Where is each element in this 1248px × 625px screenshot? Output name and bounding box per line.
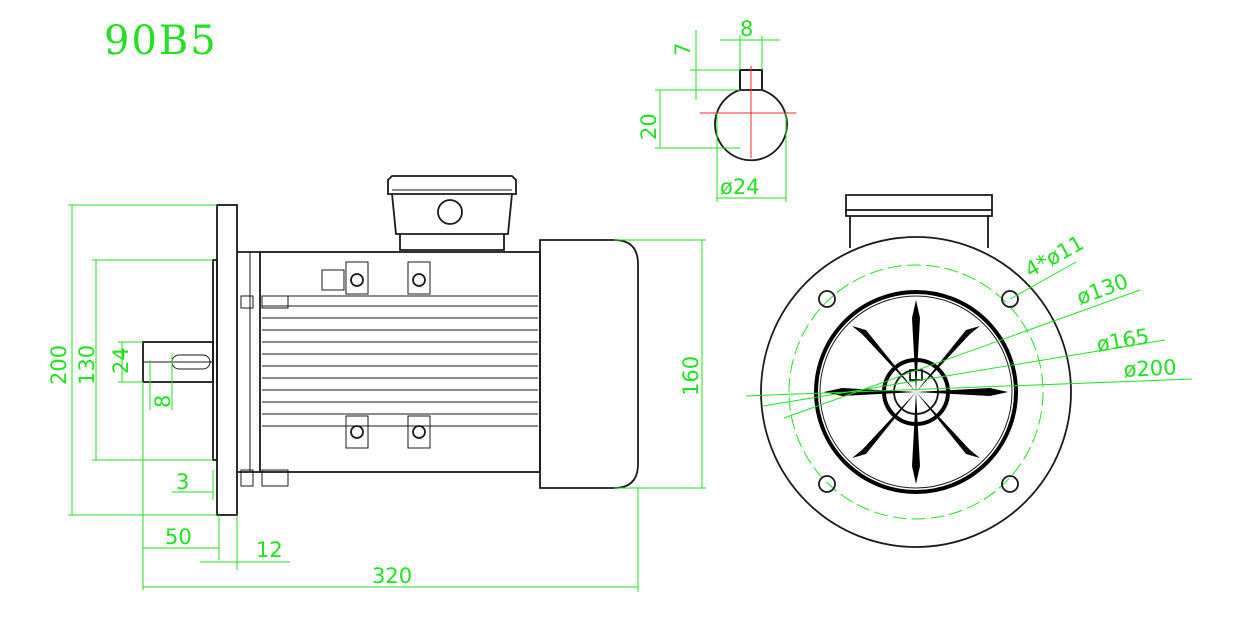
tie-rod-bottom-left (240, 469, 254, 487)
dim-spigot-3: 3 (176, 470, 189, 494)
dim-flange-12: 12 (256, 538, 283, 562)
terminal-block (321, 269, 345, 291)
bolt-hole-2 (1001, 290, 1019, 308)
front-terminal-box-top (845, 194, 993, 210)
dim-length-320: 320 (372, 564, 412, 588)
dim-key-8: 8 (151, 395, 175, 408)
dim-shaft-dia-24: ø24 (720, 175, 760, 199)
boss-top-1 (345, 261, 369, 295)
dim-flange-200: 200 (47, 345, 71, 385)
cooling-fins (262, 295, 538, 427)
fan-cover (539, 239, 639, 489)
boss-bottom-2 (407, 415, 431, 449)
tie-rod-top-right (261, 295, 289, 309)
dim-shaft-depth-20: 20 (637, 113, 661, 140)
bolt-bottom-1 (350, 425, 364, 439)
terminal-box (387, 175, 517, 251)
bolt-top-1 (350, 273, 364, 287)
side-view-dimensions: 200 130 24 8 3 50 12 320 160 (47, 204, 706, 592)
motor-body (259, 251, 541, 473)
dim-key-depth-7: 7 (671, 43, 695, 56)
hub-keyway (909, 369, 923, 381)
shaft-section-dimensions: 8 7 20 ø24 (637, 17, 787, 202)
boss-bottom-1 (345, 415, 369, 449)
shaft-section-body (714, 69, 788, 162)
dim-flange-200: ø200 (1123, 355, 1177, 382)
bolt-hole-4 (1001, 475, 1019, 493)
bolt-hole-1 (818, 290, 836, 308)
pitch-circle (788, 264, 1044, 520)
front-terminal-box-rim (845, 209, 993, 217)
front-view (760, 194, 1072, 548)
flange-outer-circle (760, 236, 1072, 548)
dim-height-160: 160 (679, 356, 703, 396)
tie-rod-top-left (240, 295, 254, 309)
flange-plate (216, 204, 238, 516)
shaft-section (700, 66, 796, 162)
front-terminal-box-sides (849, 216, 989, 248)
side-view (142, 175, 639, 516)
dim-key-width-8: 8 (740, 17, 753, 41)
hub-outer (882, 358, 950, 426)
drawing-title: 90B5 (104, 18, 218, 64)
bolt-hole-3 (818, 475, 836, 493)
bolt-top-2 (412, 273, 426, 287)
dim-spigot-130: 130 (75, 345, 99, 385)
tie-rod-bottom-right (261, 469, 289, 487)
bolt-bottom-2 (412, 425, 426, 439)
dim-pcd-165: ø165 (1095, 324, 1151, 357)
spigot-inner (819, 295, 1013, 489)
fan-star (824, 300, 1008, 484)
boss-top-2 (407, 261, 431, 295)
spigot-circle (814, 290, 1018, 494)
dim-shaft-24: 24 (109, 347, 133, 374)
dim-shaft-50: 50 (165, 525, 192, 549)
